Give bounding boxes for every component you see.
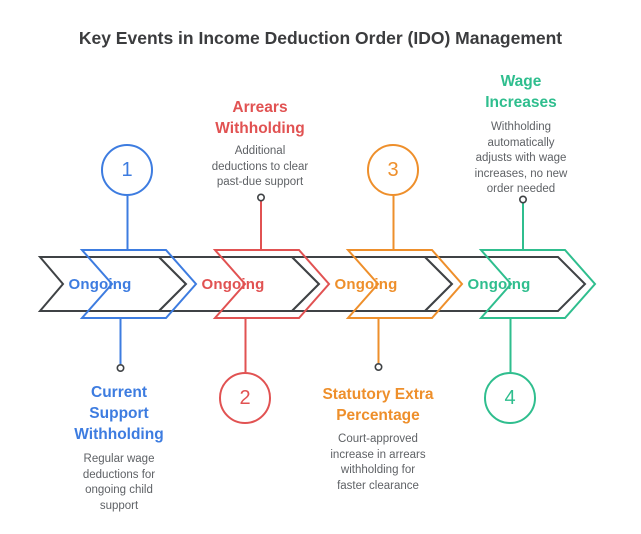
step2-text-block: Arrears Withholding Additional deduction… <box>185 97 335 191</box>
connector-dot-step4 <box>518 195 527 204</box>
diagram-title: Key Events in Income Deduction Order (ID… <box>78 28 563 48</box>
connector-dot-step2 <box>256 193 265 202</box>
arrow-highlight-step3 <box>345 249 464 319</box>
connector-dot-step3 <box>374 362 383 371</box>
step3-number: 3 <box>387 158 399 181</box>
step4-text-block: Wage Increases Withholding automatically… <box>446 71 596 198</box>
arrow-label-step4: Ongoing <box>467 276 531 293</box>
arrow-highlight-step4 <box>478 249 597 319</box>
step2-title: Arrears Withholding <box>215 99 305 137</box>
connector-dot-step1 <box>116 363 125 372</box>
step3-text-block: Statutory Extra Percentage Court-approve… <box>303 384 453 494</box>
step4-number-circle: 4 <box>484 372 536 424</box>
step3-title: Statutory Extra Percentage <box>322 386 434 424</box>
step2-number: 2 <box>239 386 251 409</box>
step1-title: Current Support Withholding <box>74 384 164 443</box>
arrow-label-step2: Ongoing <box>201 276 265 293</box>
step1-number: 1 <box>121 158 133 181</box>
step4-number: 4 <box>504 386 516 409</box>
step4-description: Withholding automatically adjusts with w… <box>474 121 568 195</box>
arrow-highlight-step2 <box>212 249 331 319</box>
step3-number-circle: 3 <box>367 144 419 196</box>
arrow-label-step1: Ongoing <box>68 276 132 293</box>
step2-description: Additional deductions to clear past-due … <box>211 145 309 188</box>
step3-description: Court-approved increase in arrears withh… <box>330 433 426 492</box>
step2-number-circle: 2 <box>219 372 271 424</box>
arrow-label-step3: Ongoing <box>334 276 398 293</box>
step1-text-block: Current Support Withholding Regular wage… <box>54 382 184 514</box>
arrow-highlight-step1 <box>79 249 198 319</box>
step1-number-circle: 1 <box>101 144 153 196</box>
step1-description: Regular wage deductions for ongoing chil… <box>82 453 156 512</box>
arrow-step4 <box>422 256 587 312</box>
step4-title: Wage Increases <box>485 73 557 111</box>
